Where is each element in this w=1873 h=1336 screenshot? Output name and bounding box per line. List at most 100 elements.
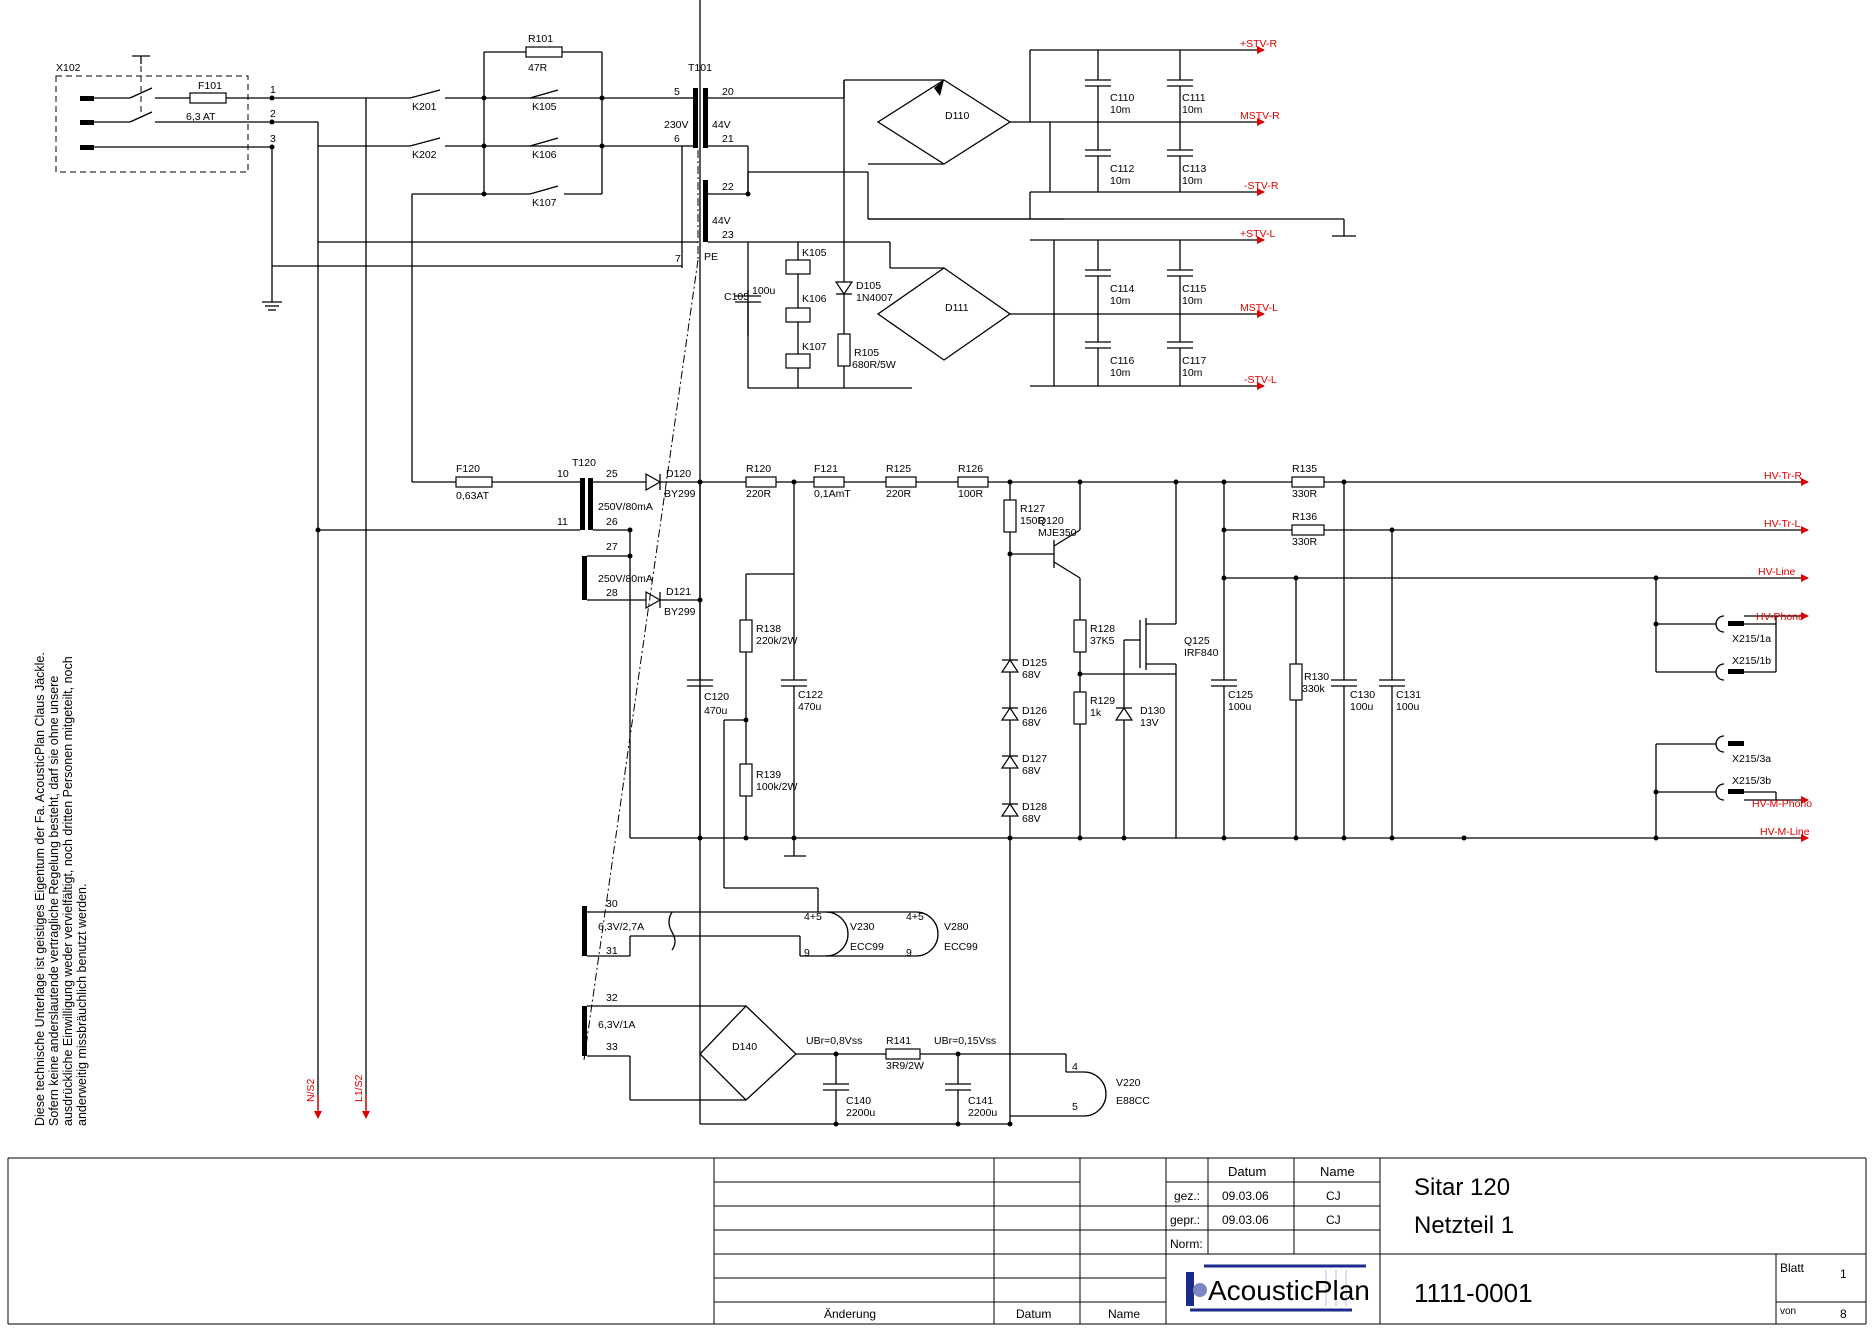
k105-coil-label: K105: [802, 247, 827, 259]
out-mstv-l: MSTV-L: [1240, 302, 1278, 314]
transformer-t101: T101 5 6 230V 44V 44V 20 21 22 23 PE 7: [272, 62, 1064, 1061]
t120-w2: 250V/80mA: [598, 573, 653, 585]
c141-value: 2200u: [968, 1107, 997, 1119]
resistor-r126: [957, 476, 989, 488]
r127-value: 150R: [1020, 515, 1046, 527]
k107-contact-label: K107: [532, 197, 557, 209]
t120-w4: 6,3V/1A: [598, 1019, 635, 1031]
title-block: Datum Name gez.: gepr.: Norm: 09.03.06 C…: [7, 1157, 1867, 1325]
pin-1-label: 1: [270, 84, 276, 96]
t101-pe-label: PE: [704, 251, 718, 263]
d120-value: BY299: [664, 488, 696, 500]
resistor-r135: [1291, 476, 1325, 488]
c130-value: 100u: [1350, 701, 1374, 713]
t120-pin31: 31: [606, 945, 618, 957]
r136-value: 330R: [1292, 536, 1318, 548]
r141-ref: R141: [886, 1035, 911, 1047]
f121-ref: F121: [814, 463, 838, 475]
out-n-s2: N/S2: [305, 1078, 317, 1102]
pin-2-label: 2: [270, 108, 276, 120]
r138-ref: R138: [756, 623, 781, 635]
r141-value: 3R9/2W: [886, 1060, 924, 1072]
c120-value: 470u: [704, 705, 728, 717]
c125-ref: C125: [1228, 689, 1253, 701]
d130-ref: D130: [1140, 705, 1165, 717]
c113-value: 10m: [1182, 175, 1203, 187]
resistor-r129: [1073, 691, 1087, 725]
resistor-r101: [525, 46, 563, 58]
c131-ref: C131: [1396, 689, 1421, 701]
t120-pin30: 30: [606, 898, 618, 910]
stv-capacitor-bank: C110 10m C111 10m C112 10m C113 10m C114…: [868, 38, 1356, 390]
r136-ref: R136: [1292, 511, 1317, 523]
v220-pin-b: 5: [1072, 1101, 1078, 1113]
resistor-r105: [837, 333, 851, 367]
c140-ref: C140: [846, 1095, 871, 1107]
d126-value: 68V: [1022, 717, 1041, 729]
tb-von: von: [1780, 1306, 1796, 1317]
tb-total: 8: [1840, 1307, 1847, 1321]
t120-pin27: 27: [606, 541, 618, 553]
out-stv-l-pos: +STV-L: [1240, 228, 1275, 240]
d125-value: 68V: [1022, 669, 1041, 681]
out-hv-tr-r: HV-Tr-R: [1764, 470, 1803, 482]
tb-change-name: Name: [1108, 1307, 1140, 1321]
relay-coil-supply: C105 100u K105 K106 K107 D105 1N4007 R10…: [724, 80, 912, 389]
bridge-rectifier-d111: D111: [876, 242, 1012, 361]
hv-section: F120 0,63AT T120 10 11 25 26 27 28 250V/…: [315, 457, 1812, 1124]
r130-ref: R130: [1304, 671, 1329, 683]
t120-pin25: 25: [606, 468, 618, 480]
c111-value: 10m: [1182, 104, 1203, 116]
v280-type: ECC99: [944, 941, 978, 953]
q125-ref: Q125: [1184, 635, 1210, 647]
d126-ref: D126: [1022, 705, 1047, 717]
v230-ref: V230: [850, 921, 875, 933]
t120-pin10: 10: [557, 468, 569, 480]
t120-pin28: 28: [606, 587, 618, 599]
tb-row-norm: Norm:: [1170, 1237, 1203, 1251]
k106-contact-label: K106: [532, 149, 557, 161]
tb-gepr-name: CJ: [1326, 1213, 1341, 1227]
r128-value: 37K5: [1090, 635, 1115, 647]
x215-1a-label: X215/1a: [1732, 633, 1771, 645]
resistor-r138: [739, 619, 753, 653]
r130-value: 330k: [1302, 683, 1326, 695]
c116-ref: C116: [1110, 355, 1134, 367]
resistor-r130: [1289, 663, 1303, 701]
x215-3a-label: X215/3a: [1732, 753, 1771, 765]
c105-ref: C105: [724, 291, 749, 303]
k202-label: K202: [412, 149, 437, 161]
t101-pin6: 6: [674, 133, 680, 145]
d121-ref: D121: [666, 586, 691, 598]
c113-ref: C113: [1182, 163, 1206, 175]
c115-ref: C115: [1182, 283, 1206, 295]
q120-value: MJE350: [1038, 527, 1077, 539]
v220-type: E88CC: [1116, 1095, 1150, 1107]
resistor-r128: [1073, 619, 1087, 653]
d127-ref: D127: [1022, 753, 1047, 765]
tb-sheet: 1: [1840, 1267, 1847, 1281]
t101-pin22: 22: [722, 181, 734, 193]
fuse-f120: [455, 476, 493, 488]
mains-input: X102 F101 6,3 AT 1 2 3: [55, 55, 367, 1110]
t101-sec2-label: 44V: [712, 215, 731, 227]
r129-ref: R129: [1090, 695, 1115, 707]
t120-pin32: 32: [606, 992, 618, 1004]
tb-row-gepr: gepr.:: [1170, 1213, 1200, 1227]
t101-sec1-label: 44V: [712, 119, 731, 131]
fuse-f121: [813, 476, 845, 488]
r139-ref: R139: [756, 769, 781, 781]
d105-value: 1N4007: [856, 292, 893, 304]
tb-row-gez: gez.:: [1174, 1189, 1200, 1203]
x102-label: X102: [56, 62, 81, 74]
v280-pin-b: 9: [906, 947, 912, 959]
x215-3b-label: X215/3b: [1732, 775, 1771, 787]
r105-value: 680R/5W: [852, 359, 896, 371]
c120-ref: C120: [704, 691, 729, 703]
tb-blatt: Blatt: [1780, 1261, 1805, 1275]
resistor-r120: [745, 476, 777, 488]
v220-pin-a: 4: [1072, 1061, 1078, 1073]
t120-pin26: 26: [606, 516, 618, 528]
bridge-rectifier-d110: D110: [843, 79, 1012, 165]
